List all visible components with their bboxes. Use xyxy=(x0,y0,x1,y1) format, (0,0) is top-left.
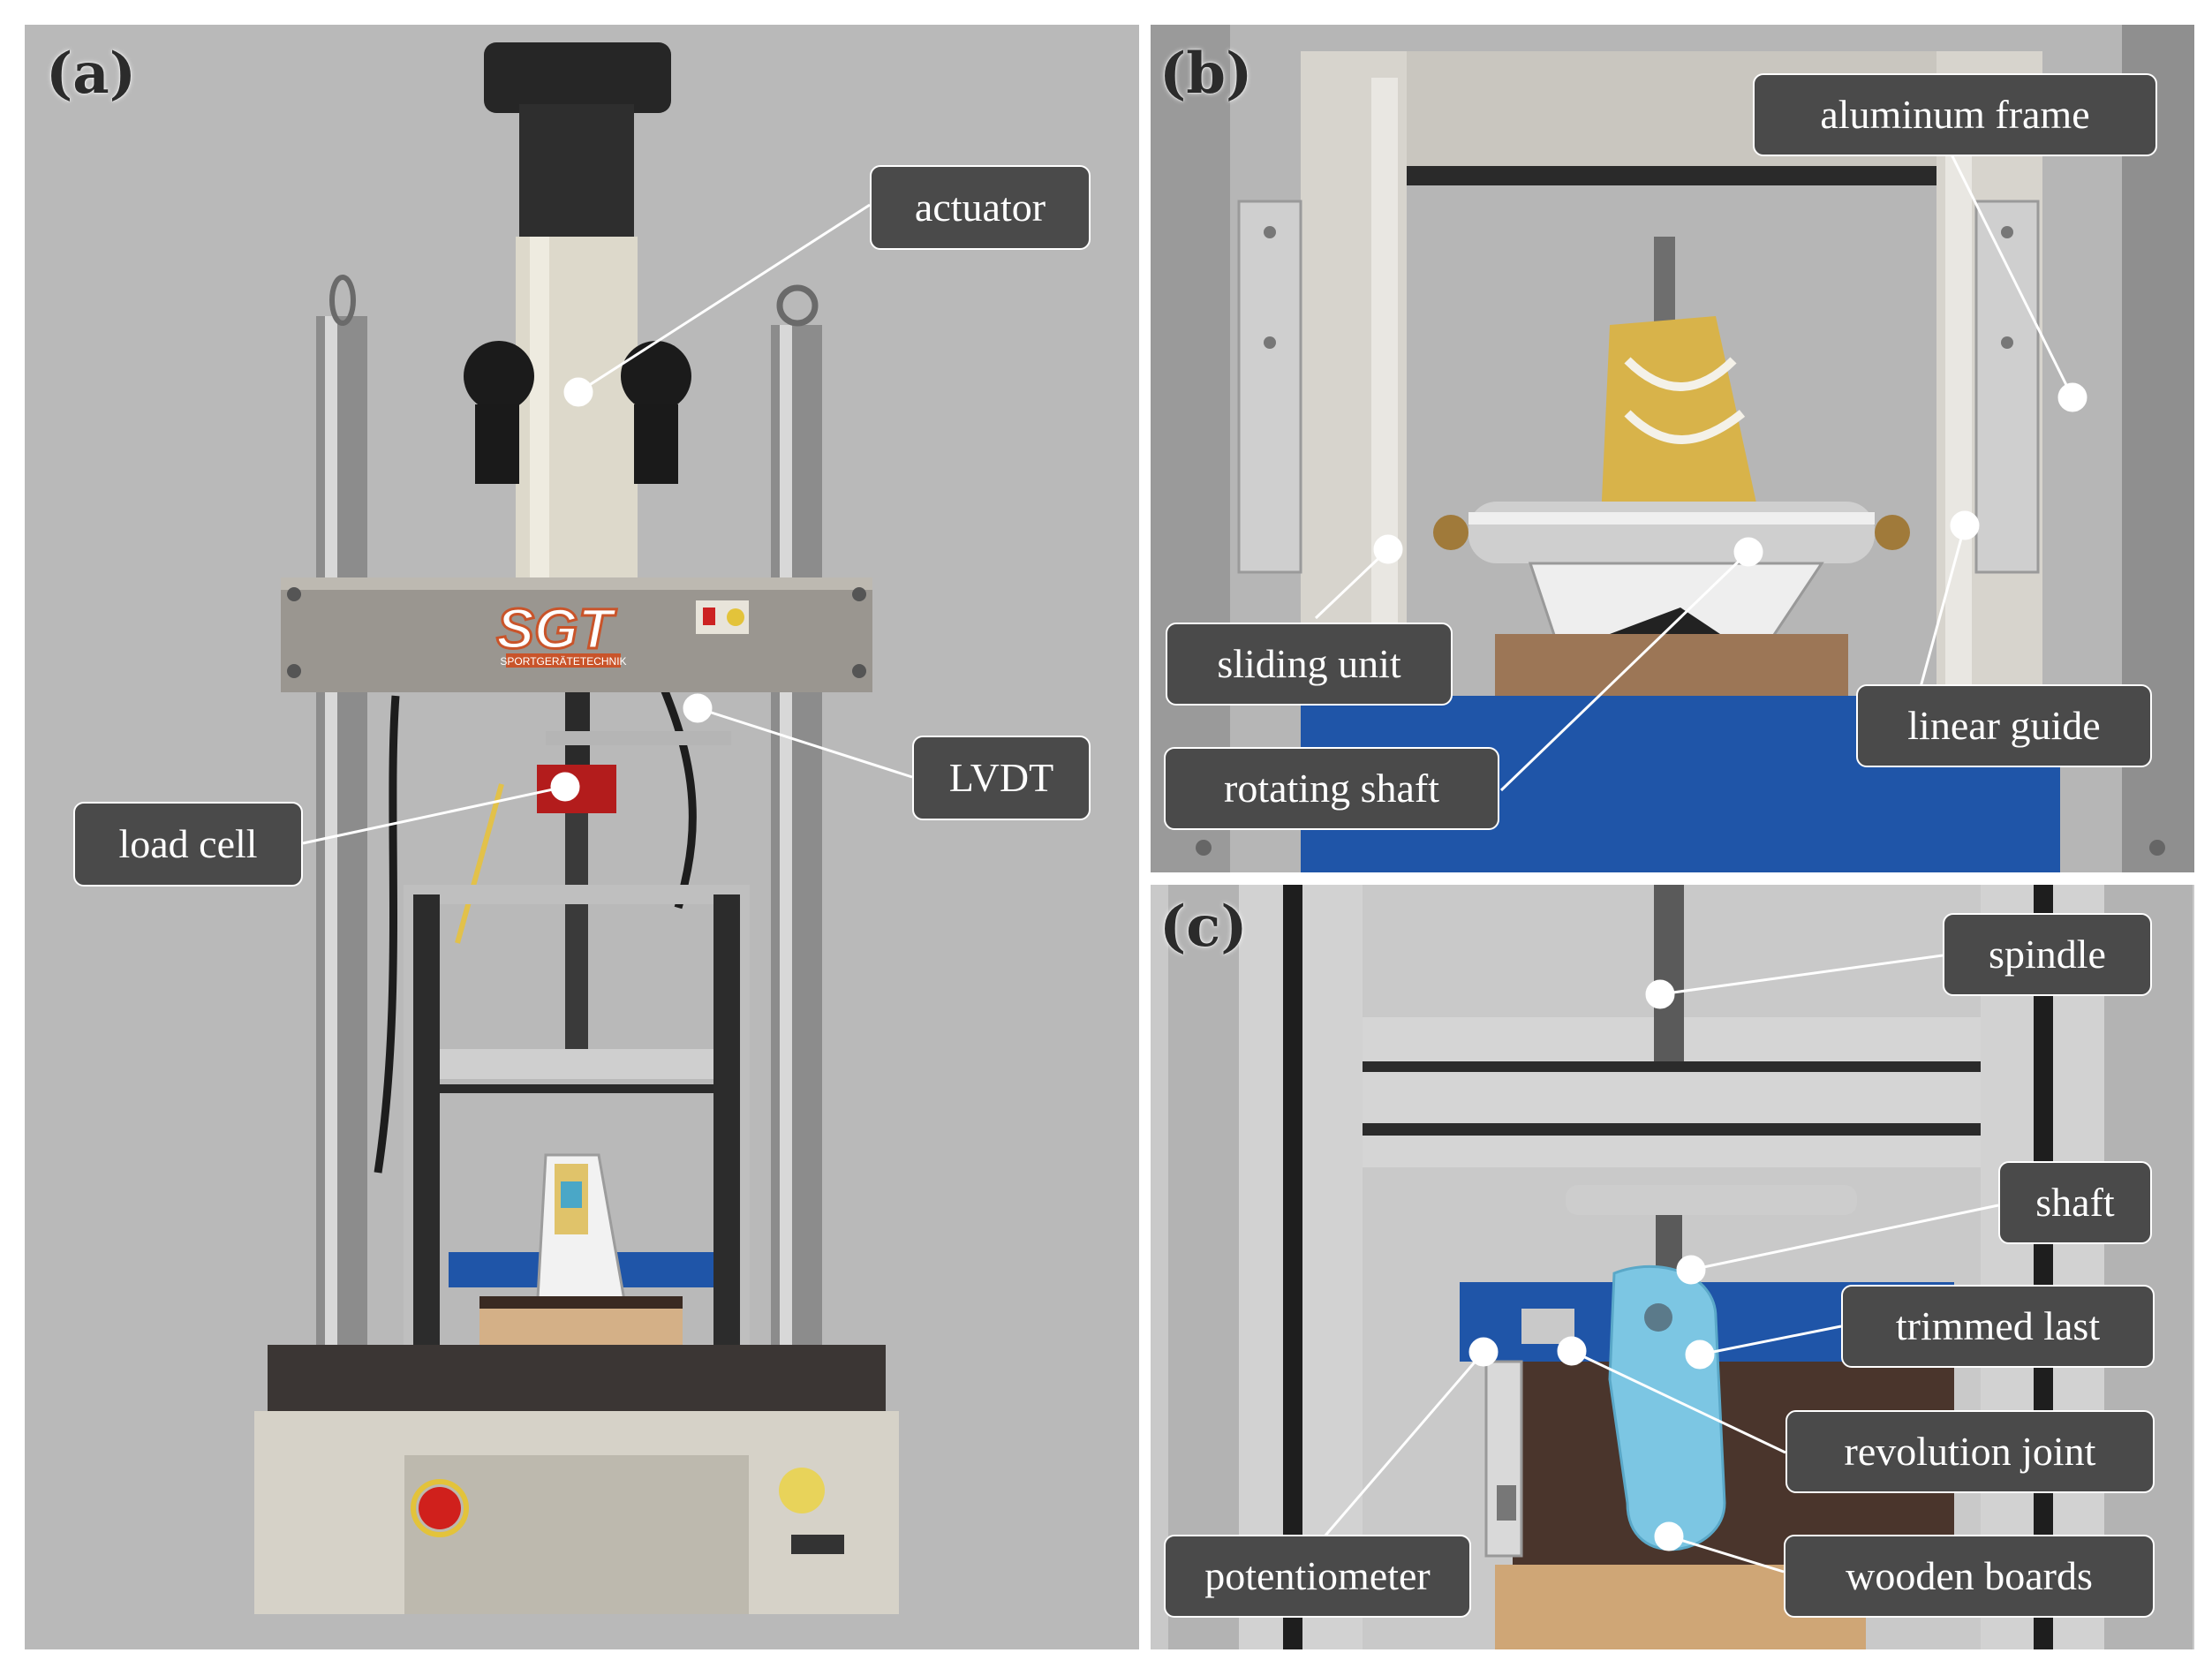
label-rotating-shaft: rotating shaft xyxy=(1164,747,1499,830)
emergency-stop xyxy=(419,1487,461,1529)
label-potentiometer: potentiometer xyxy=(1164,1535,1471,1618)
label-shaft: shaft xyxy=(1998,1161,2152,1244)
panel-letter-a: (a) xyxy=(46,41,137,107)
potentiometer xyxy=(1484,1360,1523,1558)
label-wooden-boards: wooden boards xyxy=(1784,1535,2155,1618)
panel-letter-b: (b) xyxy=(1159,41,1253,107)
label-load-cell: load cell xyxy=(73,802,303,887)
svg-text:SPORTGERÄTETECHNIK: SPORTGERÄTETECHNIK xyxy=(500,655,626,668)
left-column xyxy=(316,316,367,1376)
label-linear-guide: linear guide xyxy=(1856,684,2152,767)
label-actuator: actuator xyxy=(870,165,1091,250)
rotating-shaft xyxy=(1468,502,1875,563)
linear-guide-left xyxy=(1237,200,1302,574)
machine-photo: SGT SPORTGERÄTETECHNIK xyxy=(254,42,899,1614)
label-lvdt: LVDT xyxy=(912,736,1091,820)
panel-letter-c: (c) xyxy=(1159,894,1248,960)
crosshead xyxy=(281,577,872,692)
brand-logo: SGT xyxy=(496,597,616,660)
label-spindle: spindle xyxy=(1943,913,2152,996)
spindle-rod xyxy=(1654,885,1684,1061)
label-trimmed-last: trimmed last xyxy=(1841,1285,2155,1368)
actuator-flange xyxy=(484,42,671,113)
revolution-joint xyxy=(1521,1309,1574,1344)
load-cell xyxy=(537,765,616,813)
label-revolution-joint: revolution joint xyxy=(1785,1410,2155,1493)
right-column xyxy=(771,325,822,1376)
label-sliding-unit: sliding unit xyxy=(1166,623,1453,706)
linear-guide-right xyxy=(1974,200,2040,574)
label-aluminum-frame: aluminum frame xyxy=(1753,73,2157,156)
